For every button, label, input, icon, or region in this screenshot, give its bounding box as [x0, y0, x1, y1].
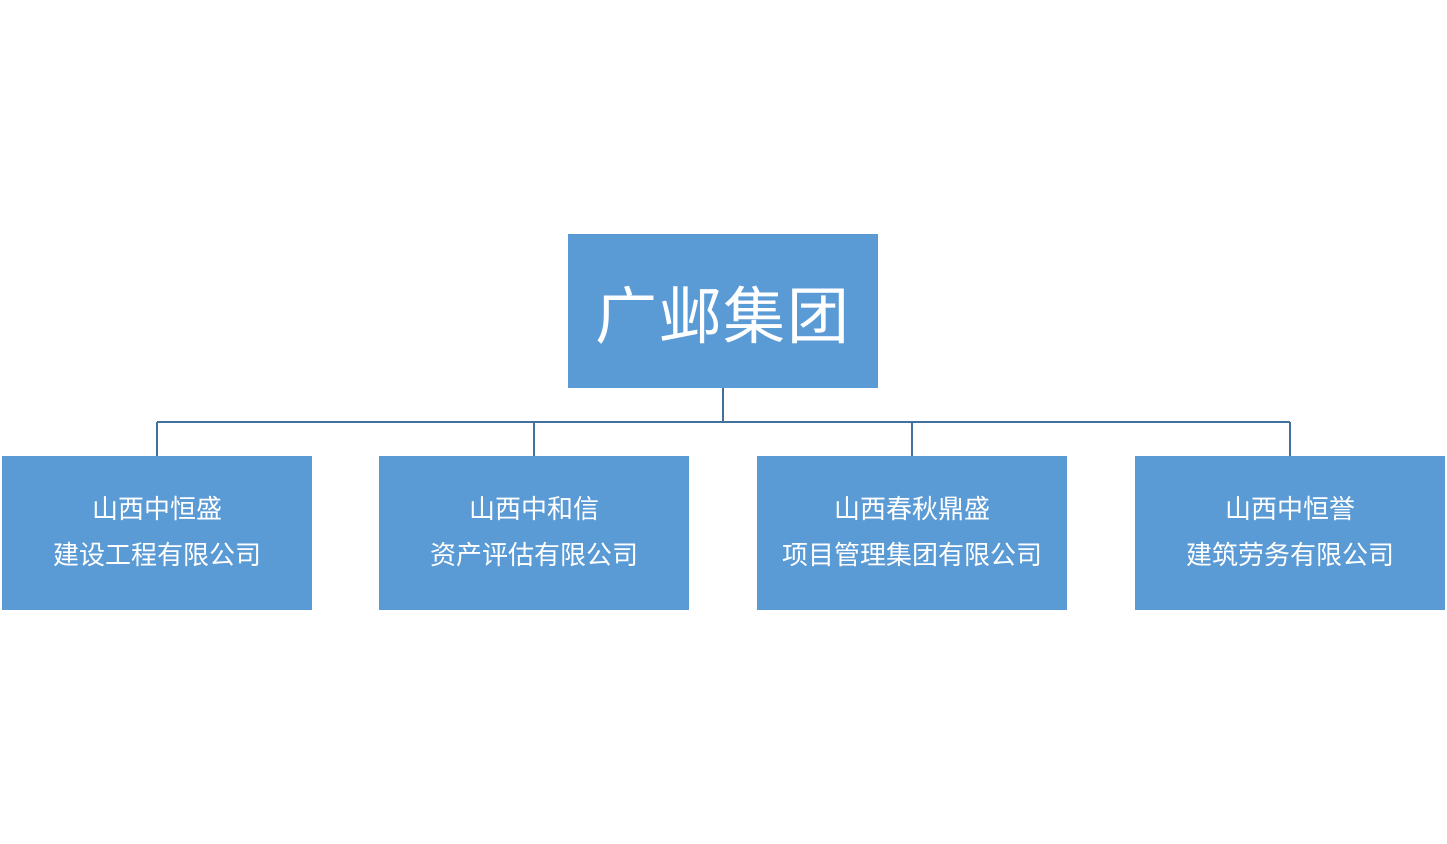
child-2-line-2: 资产评估有限公司 [429, 541, 638, 571]
child-1-line-1: 山西中恒盛 [91, 495, 222, 525]
child-1-line-2: 建设工程有限公司 [52, 541, 261, 571]
root-node: 广邺集团 [568, 234, 878, 388]
child-node-1: 山西中恒盛 建设工程有限公司 [2, 456, 312, 610]
child-2-line-1: 山西中和信 [468, 495, 599, 525]
child-3-line-2: 项目管理集团有限公司 [781, 541, 1042, 571]
child-node-4: 山西中恒誉 建筑劳务有限公司 [1135, 456, 1445, 610]
root-label: 广邺集团 [594, 280, 851, 353]
child-node-2: 山西中和信 资产评估有限公司 [379, 456, 689, 610]
child-node-3: 山西春秋鼎盛 项目管理集团有限公司 [757, 456, 1067, 610]
child-4-line-2: 建筑劳务有限公司 [1185, 541, 1394, 571]
child-3-line-1: 山西春秋鼎盛 [833, 495, 990, 525]
child-4-line-1: 山西中恒誉 [1224, 495, 1355, 525]
